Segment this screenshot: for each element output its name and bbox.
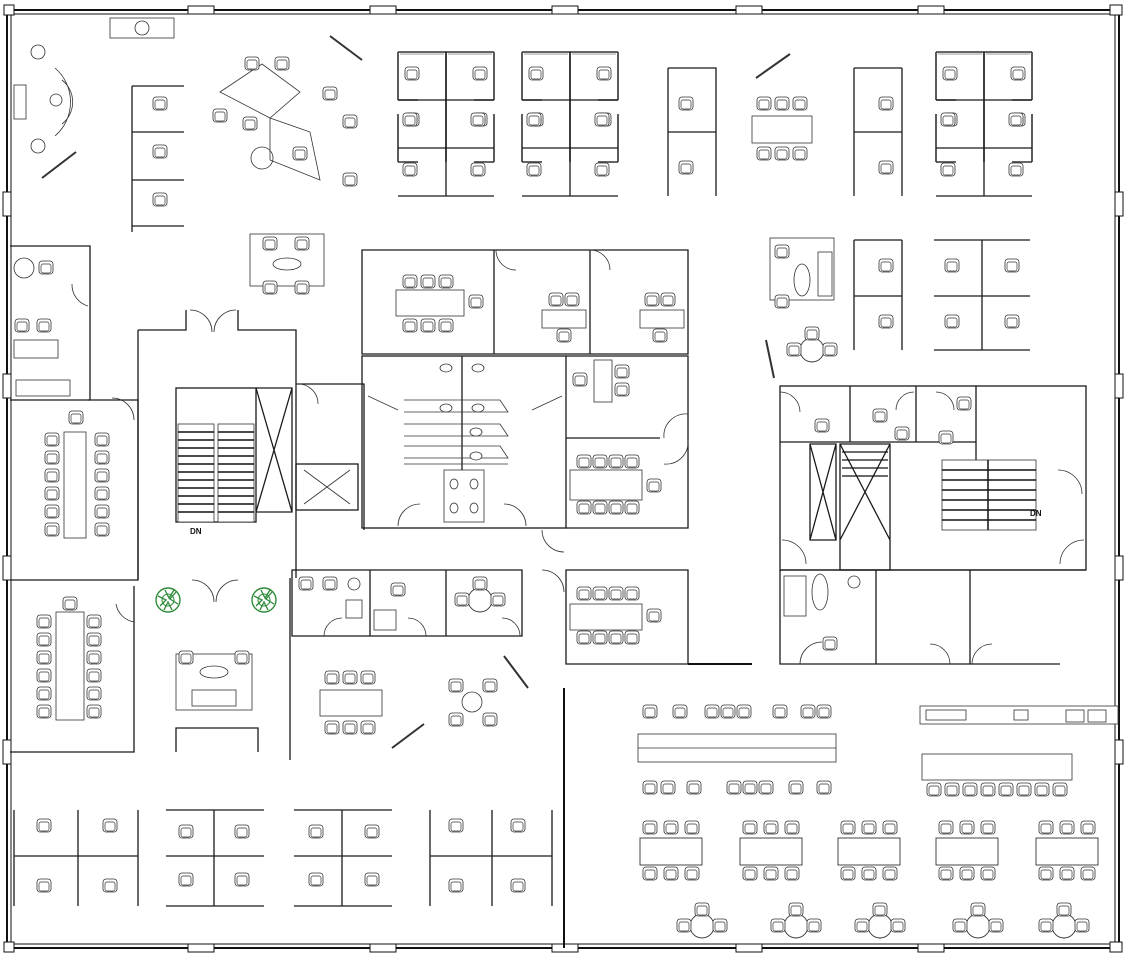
cafeteria (637, 704, 1119, 938)
pinwheel-workstations (212, 56, 358, 187)
offices-center-top (361, 249, 689, 355)
left-rooms (10, 245, 139, 753)
offices-center-lower (291, 569, 523, 637)
cubicles-bottom-left (13, 688, 565, 948)
stair-right-label: DN (1030, 509, 1042, 518)
huddle-table (249, 233, 325, 295)
building-core-right: DN (779, 385, 1087, 665)
lounge-center (155, 578, 529, 760)
right-upper-area (765, 237, 1030, 379)
stair-left-label: DN (190, 527, 202, 536)
doors (71, 249, 1085, 665)
offices-center-right (565, 355, 752, 665)
building-core: DN (137, 310, 567, 580)
cubicles-top (398, 52, 1032, 197)
workstations-left (131, 85, 184, 232)
reception-area (13, 17, 363, 179)
stair-left: DN (177, 423, 255, 536)
